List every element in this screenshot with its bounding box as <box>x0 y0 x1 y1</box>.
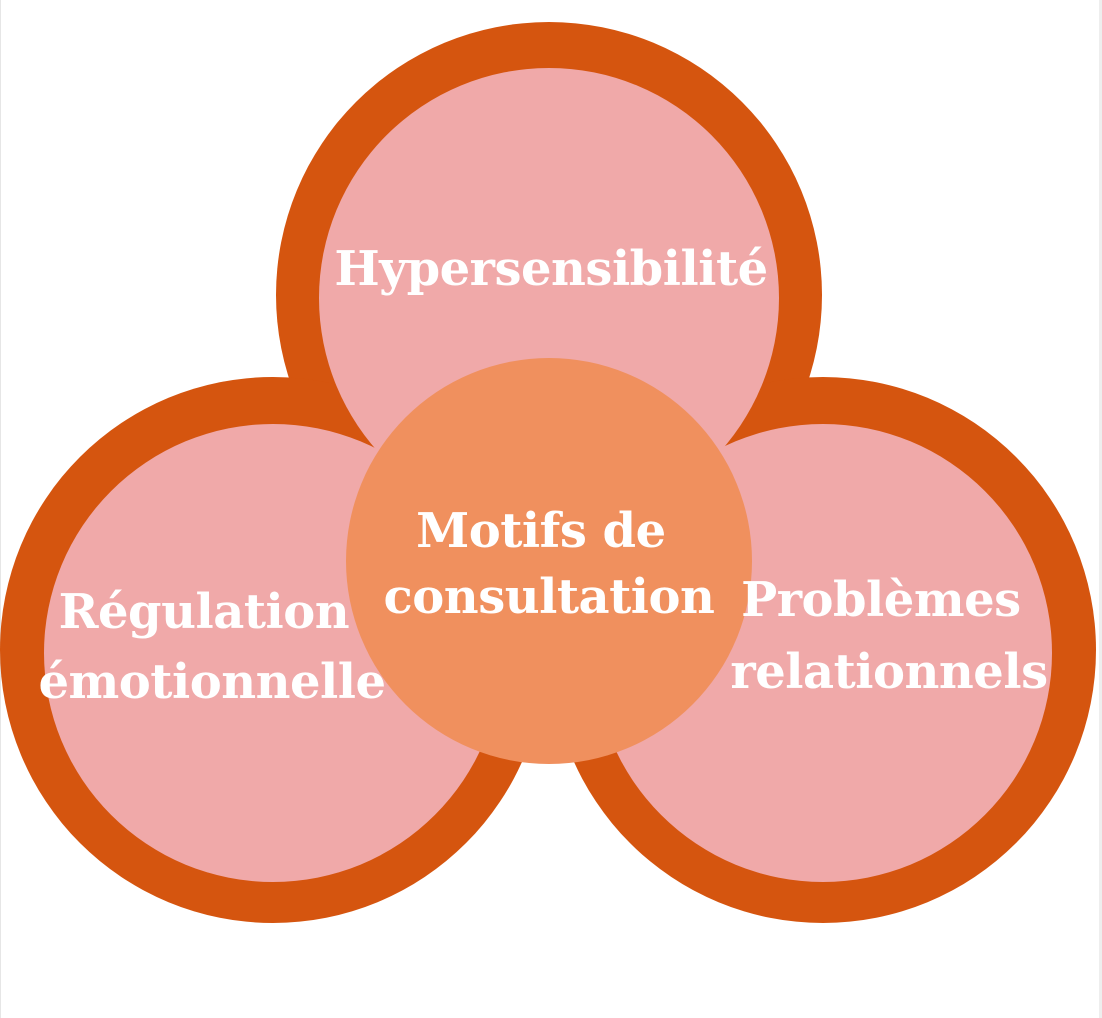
center-circle <box>346 358 752 764</box>
petal-top-label: Hypersensibilité <box>334 241 767 297</box>
left-border <box>0 0 1 1018</box>
petal-right-line-2: relationnels <box>730 644 1047 700</box>
petal-top-line-1: Hypersensibilité <box>334 241 767 297</box>
petal-right-label: Problèmes relationnels <box>730 572 1047 700</box>
center-label: Motifs de consultation <box>384 503 715 625</box>
center-line-2: consultation <box>384 569 715 625</box>
petal-left-line-1: Régulation <box>59 584 350 640</box>
right-border <box>1099 0 1102 1018</box>
petal-left-line-2: émotionnelle <box>38 654 385 710</box>
center-line-1: Motifs de <box>416 503 666 559</box>
petal-right-line-1: Problèmes <box>741 572 1021 628</box>
petal-left-label: Régulation émotionnelle <box>38 584 385 710</box>
